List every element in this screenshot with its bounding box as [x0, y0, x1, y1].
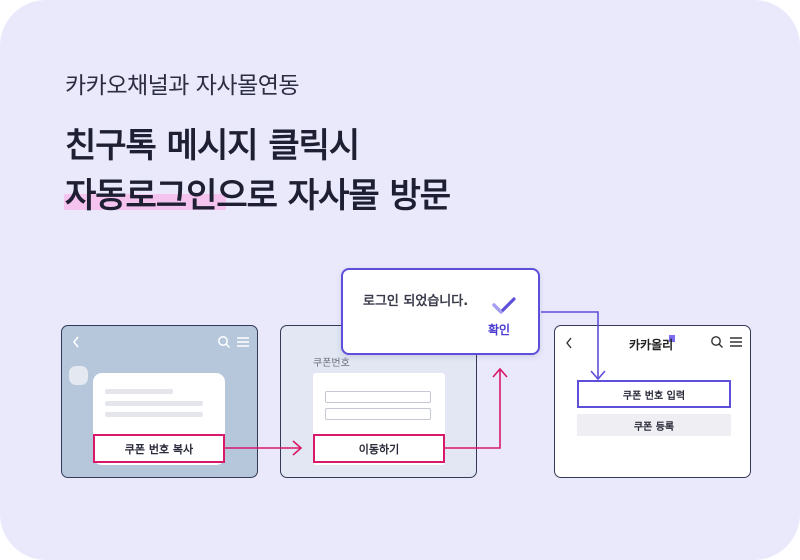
- chat-screen: 쿠폰 번호 복사: [61, 325, 258, 478]
- check-icon: [492, 297, 516, 314]
- login-dialog: 로그인 되었습니다. 확인: [341, 268, 540, 355]
- text-line: [105, 389, 173, 394]
- back-icon[interactable]: [71, 335, 81, 349]
- coupon-input[interactable]: [325, 391, 431, 403]
- menu-icon[interactable]: [730, 336, 742, 348]
- copy-coupon-button[interactable]: 쿠폰 번호 복사: [93, 434, 225, 463]
- back-icon[interactable]: [564, 336, 574, 350]
- coupon-number-input[interactable]: 쿠폰 번호 입력: [577, 380, 731, 408]
- coupon-number-label: 쿠폰번호: [313, 358, 350, 369]
- search-icon[interactable]: [217, 335, 231, 349]
- shop-logo[interactable]: 카카올리: [629, 338, 674, 352]
- avatar: [69, 366, 88, 385]
- search-icon[interactable]: [710, 335, 724, 349]
- logo-mark: [669, 335, 675, 342]
- shop-screen: 카카올리 쿠폰 번호 입력 쿠폰 등록: [554, 325, 751, 478]
- arrow-head: [492, 367, 508, 378]
- menu-icon[interactable]: [237, 336, 249, 348]
- coupon-input-2[interactable]: [325, 408, 431, 420]
- text-line: [105, 401, 203, 406]
- title-line-1: 친구톡 메시지 클릭시: [65, 126, 360, 166]
- title-highlight: [64, 194, 226, 210]
- confirm-button[interactable]: 확인: [488, 323, 511, 337]
- dialog-message: 로그인 되었습니다.: [363, 294, 469, 309]
- subtitle: 카카오채널과 자사몰연동: [65, 73, 300, 99]
- register-coupon-button[interactable]: 쿠폰 등록: [577, 414, 731, 436]
- title-line-2: 자동로그인으로 자사몰 방문: [65, 176, 451, 216]
- text-line: [105, 412, 203, 417]
- go-button[interactable]: 이동하기: [313, 434, 445, 463]
